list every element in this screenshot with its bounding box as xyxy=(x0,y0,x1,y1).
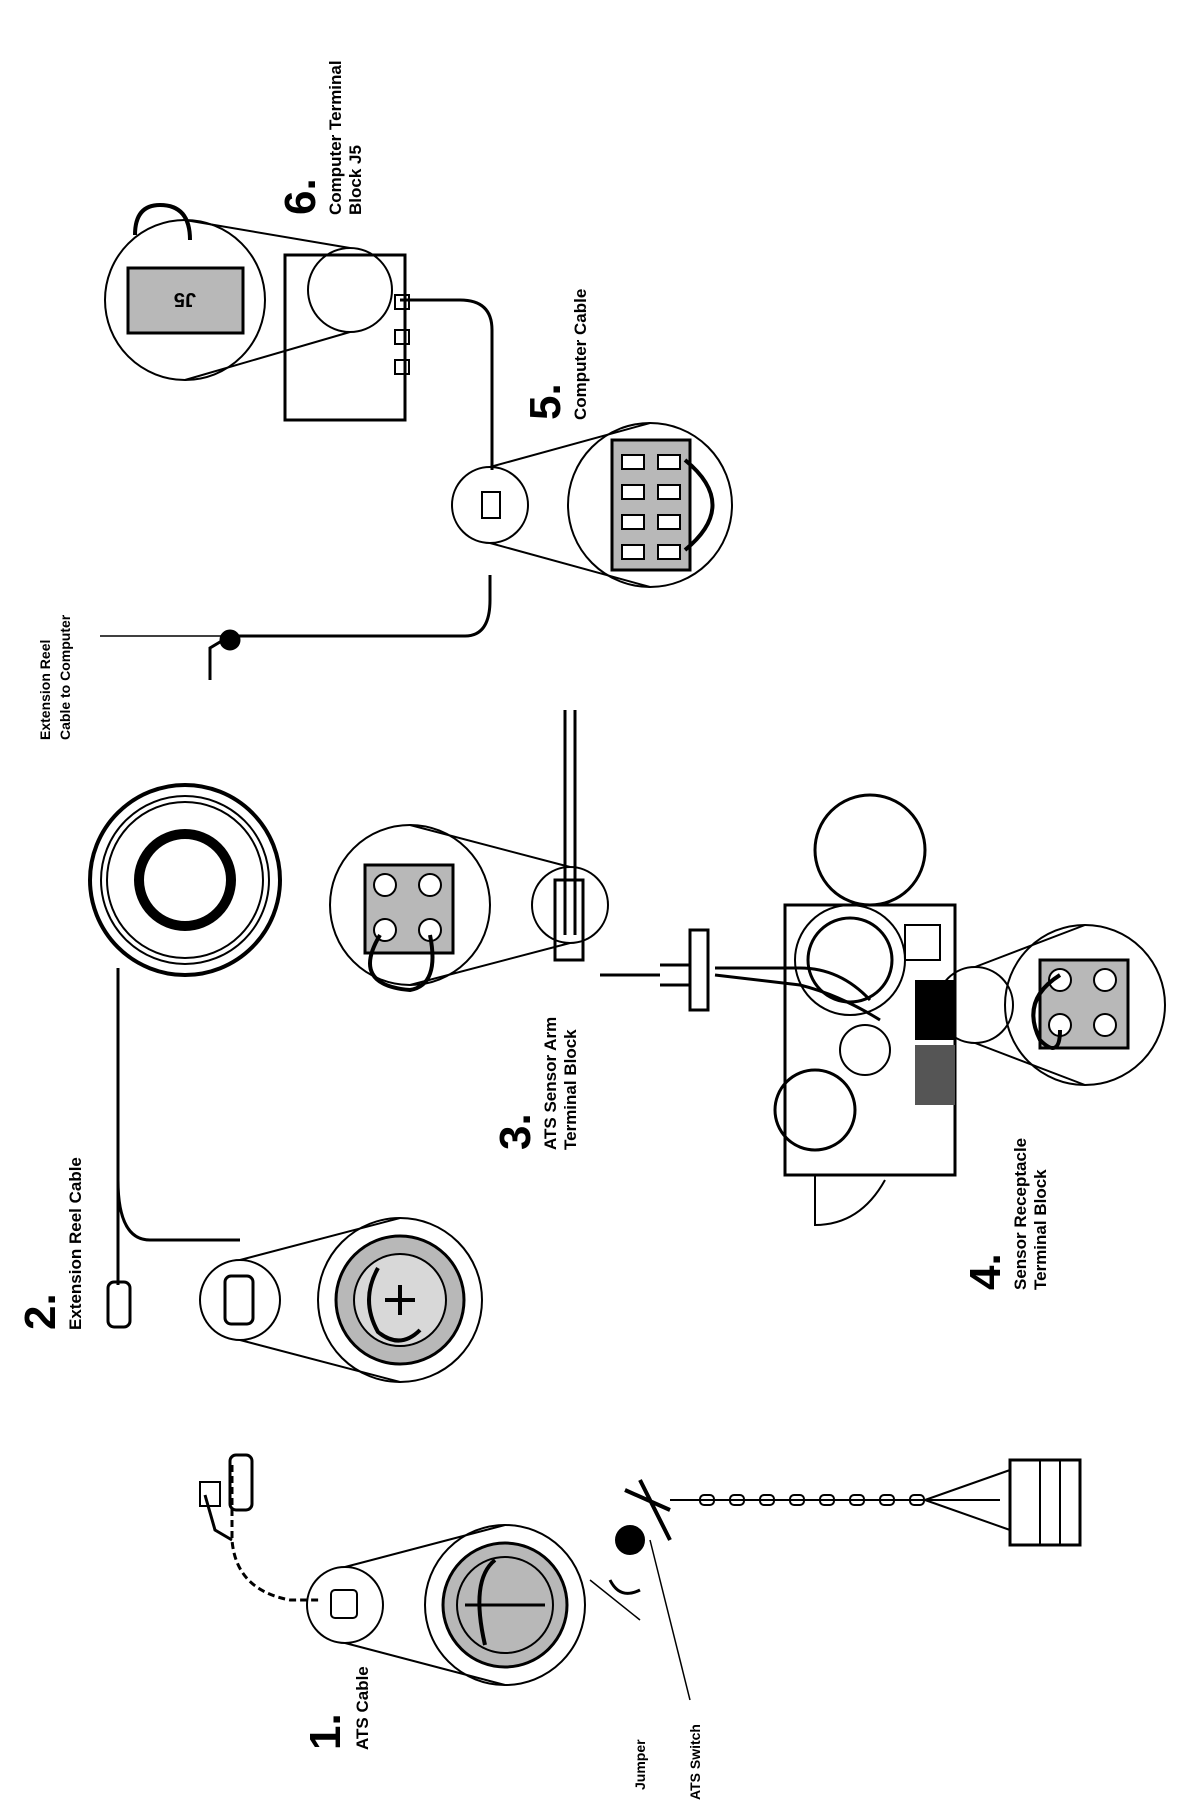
step-4-number: 4. xyxy=(961,1253,1010,1290)
step-1-label: 1. ATS Cable xyxy=(301,1666,372,1750)
step-4-label: 4. Sensor Receptacle Terminal Block xyxy=(961,1138,1050,1290)
step-6-label: 6. Computer Terminal Block J5 xyxy=(276,60,365,215)
step-5-label: 5. Computer Cable xyxy=(521,289,590,420)
step-3-number: 3. xyxy=(491,1113,540,1150)
terminal-j5-label: J5 xyxy=(174,288,196,310)
ats-switch-callout: ATS Switch xyxy=(687,1724,703,1800)
step-2-text: Extension Reel Cable xyxy=(66,1157,85,1330)
step-1-text: ATS Cable xyxy=(353,1666,372,1750)
step-3-label: 3. ATS Sensor Arm Terminal Block xyxy=(491,1017,580,1150)
sensor-receptacle-board xyxy=(773,793,1166,1227)
step-2-label: 2. Extension Reel Cable xyxy=(16,1157,85,1330)
step-3-text-line2: Terminal Block xyxy=(561,1029,580,1150)
step-3-text-line1: ATS Sensor Arm xyxy=(541,1017,560,1150)
chain-links xyxy=(699,1469,1011,1531)
step-5-number: 5. xyxy=(521,383,570,420)
reel-to-computer-callout: Extension Reel Cable to Computer xyxy=(37,614,73,740)
computer-terminal-block-detail: J5 xyxy=(104,202,410,422)
step-6-text-line1: Computer Terminal xyxy=(326,60,345,215)
step-4-text-line2: Terminal Block xyxy=(1031,1169,1050,1290)
extension-reel-cable-detail xyxy=(106,1217,483,1383)
jumper-label: Jumper xyxy=(632,1739,648,1790)
step-6-number: 6. xyxy=(276,178,325,215)
step-5-text: Computer Cable xyxy=(571,289,590,420)
ats-cable-detail xyxy=(199,1453,586,1686)
ats-switch-assembly xyxy=(608,1458,1082,1595)
computer-cable-detail xyxy=(451,422,733,588)
ats-switch-label: ATS Switch xyxy=(687,1724,703,1800)
step-6-text-line2: Block J5 xyxy=(346,145,365,215)
reel-to-computer-line1: Extension Reel xyxy=(37,640,53,740)
step-4-text-line1: Sensor Receptacle xyxy=(1011,1138,1030,1290)
step-2-number: 2. xyxy=(16,1293,65,1330)
cable-reel xyxy=(88,629,282,977)
ats-sensor-arm-detail xyxy=(329,824,710,1012)
reel-to-computer-line2: Cable to Computer xyxy=(57,614,73,740)
step-1-number: 1. xyxy=(301,1713,350,1750)
jumper-callout: Jumper xyxy=(632,1739,648,1790)
